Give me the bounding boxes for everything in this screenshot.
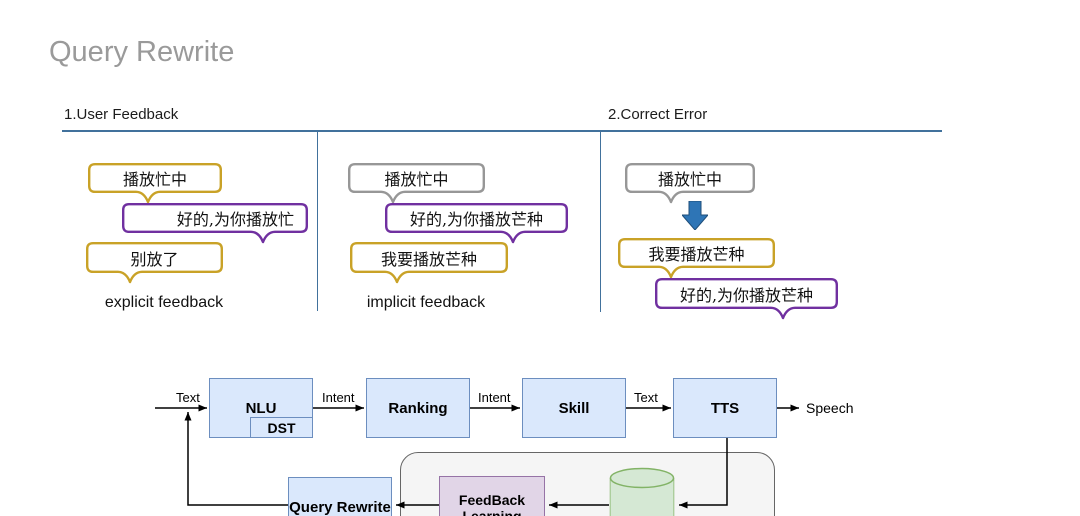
intent-label-2: Intent <box>478 390 511 405</box>
bubble-text: 播放忙中 <box>657 170 722 189</box>
speech-bubble-user: 我要播放芒种 <box>350 242 508 284</box>
bubble-outline <box>350 242 508 284</box>
section-underline <box>62 130 942 132</box>
speech-output-label: Speech <box>806 400 854 416</box>
bubble-text: 好的,为你播放芒种 <box>679 285 814 305</box>
ranking-label: Ranking <box>388 399 448 417</box>
feedback-learning-label-line2: Learning <box>462 508 522 516</box>
ranking-box: Ranking <box>366 378 470 438</box>
bubble-outline <box>348 163 485 204</box>
speech-bubble-user: 播放忙中 <box>625 163 755 204</box>
tts-box: TTS <box>673 378 777 438</box>
skill-label: Skill <box>558 399 590 417</box>
section-heading-correct-error: 2.Correct Error <box>608 106 708 123</box>
explicit-feedback-label: explicit feedback <box>104 294 224 311</box>
speech-bubble-assistant: 好的,为你播放芒种 <box>385 203 568 244</box>
bubble-outline <box>618 238 775 279</box>
implicit-feedback-label: implicit feedback <box>366 294 486 311</box>
skill-box: Skill <box>522 378 626 438</box>
section-heading-user-feedback: 1.User Feedback <box>64 106 179 123</box>
feedback-learning-box: FeedBack Learning <box>439 476 545 516</box>
intent-label-1: Intent <box>322 390 355 405</box>
bubble-outline <box>122 203 308 244</box>
speech-bubble-assistant: 好的,为你播放忙 <box>122 203 308 244</box>
input-text-label: Text <box>176 390 200 405</box>
block-down-arrow-icon <box>682 201 708 230</box>
column-divider-1 <box>317 131 318 311</box>
text-out-label: Text <box>634 390 658 405</box>
bubble-outline <box>655 278 838 320</box>
tts-label: TTS <box>710 399 740 417</box>
column-divider-2 <box>600 131 601 312</box>
bubble-outline <box>88 163 222 204</box>
speech-bubble-user: 我要播放芒种 <box>618 238 775 279</box>
bubble-outline <box>385 203 568 244</box>
speech-bubble-assistant: 好的,为你播放芒种 <box>655 278 838 320</box>
bubble-text: 别放了 <box>130 249 179 269</box>
bubble-text: 播放忙中 <box>384 170 449 189</box>
bubble-text: 播放忙中 <box>122 170 187 189</box>
speech-bubble-user: 播放忙中 <box>88 163 222 204</box>
bubble-text: 我要播放芒种 <box>648 245 745 264</box>
feedback-learning-label-line1: FeedBack <box>458 492 526 508</box>
bubble-text: 我要播放芒种 <box>380 249 477 269</box>
query-rewrite-label: Query Rewrite <box>289 498 391 516</box>
bubble-text: 好的,为你播放忙 <box>176 210 294 229</box>
bubble-text: 好的,为你播放芒种 <box>409 210 544 229</box>
dst-label: DST <box>267 419 296 436</box>
database-cylinder-icon <box>609 467 675 516</box>
speech-bubble-user: 播放忙中 <box>348 163 485 204</box>
query-rewrite-box: Query Rewrite <box>288 477 392 516</box>
dst-box: DST <box>250 417 313 438</box>
nlu-label: NLU <box>245 399 277 417</box>
bubble-outline <box>86 242 223 284</box>
bubble-outline <box>625 163 755 204</box>
page-title: Query Rewrite <box>49 36 235 68</box>
speech-bubble-user: 别放了 <box>86 242 223 284</box>
